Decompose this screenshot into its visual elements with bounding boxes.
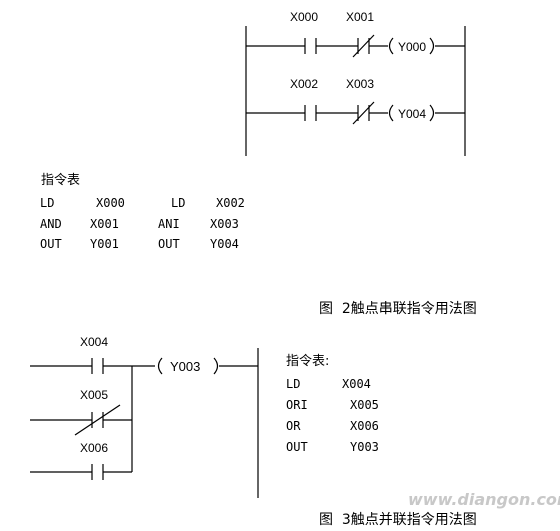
caption-figure-3: 图 3触点并联指令用法图 — [319, 512, 477, 528]
instruction-table-title-2: 指令表: — [286, 354, 330, 369]
label-x006: X006 — [80, 441, 108, 455]
coil-y000-left-arc — [388, 37, 394, 55]
instr-arg: X004 — [342, 377, 371, 391]
instruction-table-title-1: 指令表 — [41, 173, 81, 188]
coil-label-y000: Y000 — [398, 40, 426, 54]
instr-op: LD — [40, 196, 55, 210]
instr-op: OUT — [158, 237, 180, 251]
coil-label-y003: Y003 — [170, 359, 200, 374]
instr-arg: X002 — [216, 196, 245, 210]
instr-arg: X000 — [96, 196, 125, 210]
label-x003: X003 — [346, 77, 374, 91]
contact-nc-x005-slash — [74, 404, 121, 436]
instr-arg: Y003 — [350, 440, 379, 454]
instr-op: OUT — [286, 440, 308, 454]
label-x002: X002 — [290, 77, 318, 91]
instr-arg: X003 — [210, 217, 239, 231]
contact-nc-x003-slash — [352, 101, 375, 125]
instr-arg: X006 — [350, 419, 379, 433]
label-x000: X000 — [290, 10, 318, 24]
contact-nc-x001-slash — [352, 34, 375, 58]
instr-arg: Y001 — [90, 237, 119, 251]
instr-op: LD — [286, 377, 301, 391]
instr-arg: X001 — [90, 217, 119, 231]
label-x004: X004 — [80, 335, 108, 349]
coil-y000-right-arc — [429, 37, 435, 55]
label-x001: X001 — [346, 10, 374, 24]
instr-op: LD — [171, 196, 186, 210]
instr-op: AND — [40, 217, 62, 231]
instr-arg: Y004 — [210, 237, 239, 251]
instr-arg: X005 — [350, 398, 379, 412]
caption-figure-2: 图 2触点串联指令用法图 — [319, 301, 477, 317]
coil-label-y004: Y004 — [398, 107, 426, 121]
instr-op: OUT — [40, 237, 62, 251]
instr-op: OR — [286, 419, 301, 433]
label-x005: X005 — [80, 388, 108, 402]
instr-op: ORI — [286, 398, 308, 412]
watermark: www.diangon.com — [408, 490, 560, 509]
instr-op: ANI — [158, 217, 180, 231]
